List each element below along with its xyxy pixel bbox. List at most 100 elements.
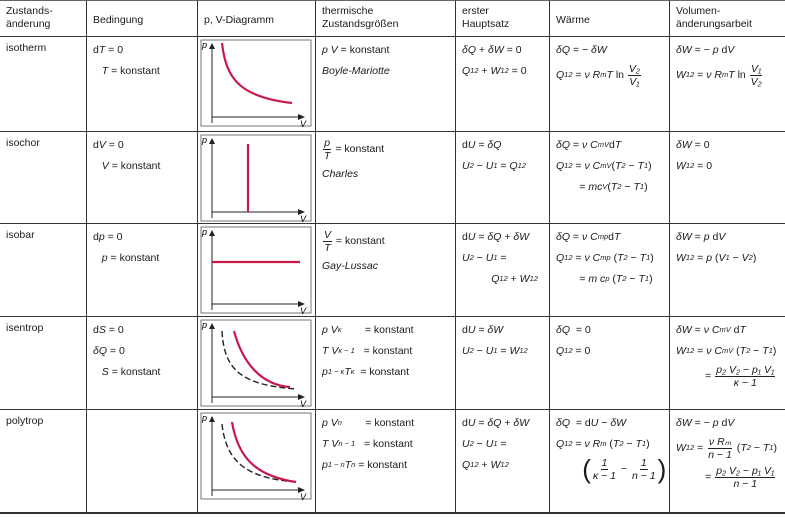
formula-text: = 0 — [107, 345, 125, 357]
formula-text: = — [691, 231, 704, 243]
formula-symbol: T — [762, 442, 770, 454]
formula-symbol: U — [467, 417, 476, 429]
formula-text: = — [572, 69, 585, 81]
formula-text: d — [709, 231, 719, 243]
row-label-polytrop: polytrop — [0, 409, 86, 512]
formula-line: V = konstant — [93, 157, 193, 175]
diagram-frame — [200, 226, 312, 314]
formula-text: − — [729, 252, 742, 264]
formula-symbol: T — [612, 438, 620, 450]
formula-symbol: ν C — [581, 231, 598, 243]
formula-symbol: W — [676, 345, 686, 357]
formula-symbol: W — [676, 252, 686, 264]
formula-line: Charles — [322, 165, 451, 183]
formula-symbol: U — [462, 438, 470, 450]
fraction-denominator: n − 1 — [631, 469, 656, 482]
formula-text: d — [462, 139, 468, 151]
formula-text: = − — [570, 44, 592, 56]
formula-text: d — [718, 44, 728, 56]
formula-text: ( — [733, 345, 740, 357]
formula-symbol: U — [590, 417, 599, 429]
formula-text: = 0 — [572, 345, 591, 357]
formula-line: δQ = 0 — [93, 342, 193, 360]
header-waerme: Wärme — [549, 0, 669, 36]
formula-symbol: W — [509, 345, 520, 357]
formula-symbol: δQ — [93, 345, 108, 357]
formula-text: = 0 — [691, 139, 710, 151]
formula-symbol: S — [98, 324, 106, 336]
formula-symbol: mc — [588, 181, 603, 193]
p-axis-label: p — [201, 40, 207, 50]
formula-text: = 0 — [105, 324, 124, 336]
formula-symbol: U — [467, 139, 476, 151]
formula-symbol: δQ — [556, 139, 571, 151]
formula-symbol: p — [101, 252, 108, 264]
formula-symbol: T — [639, 252, 647, 264]
formula-symbol: δW — [513, 417, 530, 429]
formula-symbol: T — [633, 181, 640, 193]
p-axis-label: p — [201, 227, 207, 237]
formula-text: = konstant — [355, 459, 407, 471]
formula-text: = 0 — [508, 65, 527, 77]
formula-symbol: Q — [491, 273, 500, 285]
formula-symbol: U — [485, 160, 494, 172]
formula-text: − — [621, 181, 634, 193]
header-pv-diagramm: p, V-Diagramm — [197, 0, 315, 36]
formula-symbol: T — [101, 65, 109, 77]
formula-text: = — [694, 69, 707, 81]
formula-symbol: p — [706, 252, 713, 264]
formula-text: = 0 — [104, 231, 123, 243]
formula-text: ( — [712, 252, 719, 264]
formula-text: ( — [606, 438, 613, 450]
formula-text: ) — [752, 252, 757, 264]
formula-text: d — [730, 324, 740, 336]
formula-symbol: T — [614, 139, 622, 151]
row-label-isochor: isochor — [0, 131, 86, 223]
formula-symbol: T — [614, 231, 621, 243]
formula-symbol: ν C — [703, 324, 720, 336]
fraction-numerator: p₂ V₂ − p₁ V₁ — [715, 363, 776, 377]
fraction-numerator: p₂ V₂ − p₁ V₁ — [715, 464, 776, 478]
formula-symbol: S — [101, 366, 109, 378]
formula-text — [93, 365, 102, 379]
formula-text: = konstant — [332, 143, 385, 155]
formula-symbol: T — [638, 273, 645, 285]
formula-text: − — [627, 252, 640, 264]
formula-symbol: T — [740, 442, 747, 454]
formula-symbol: W — [490, 459, 501, 471]
formula-text: = 0 — [570, 324, 591, 336]
formula-text: ( — [609, 273, 616, 285]
formula-symbol: Q — [556, 438, 565, 450]
formula-text: + — [501, 417, 514, 429]
formula-text: = — [497, 345, 510, 357]
formula-symbol: T — [739, 324, 746, 336]
formula-text: = 0 — [105, 139, 124, 151]
formula-symbol: m c — [588, 273, 606, 285]
formula-symbol: δW — [610, 417, 627, 429]
formula-symbol: W — [676, 160, 686, 172]
